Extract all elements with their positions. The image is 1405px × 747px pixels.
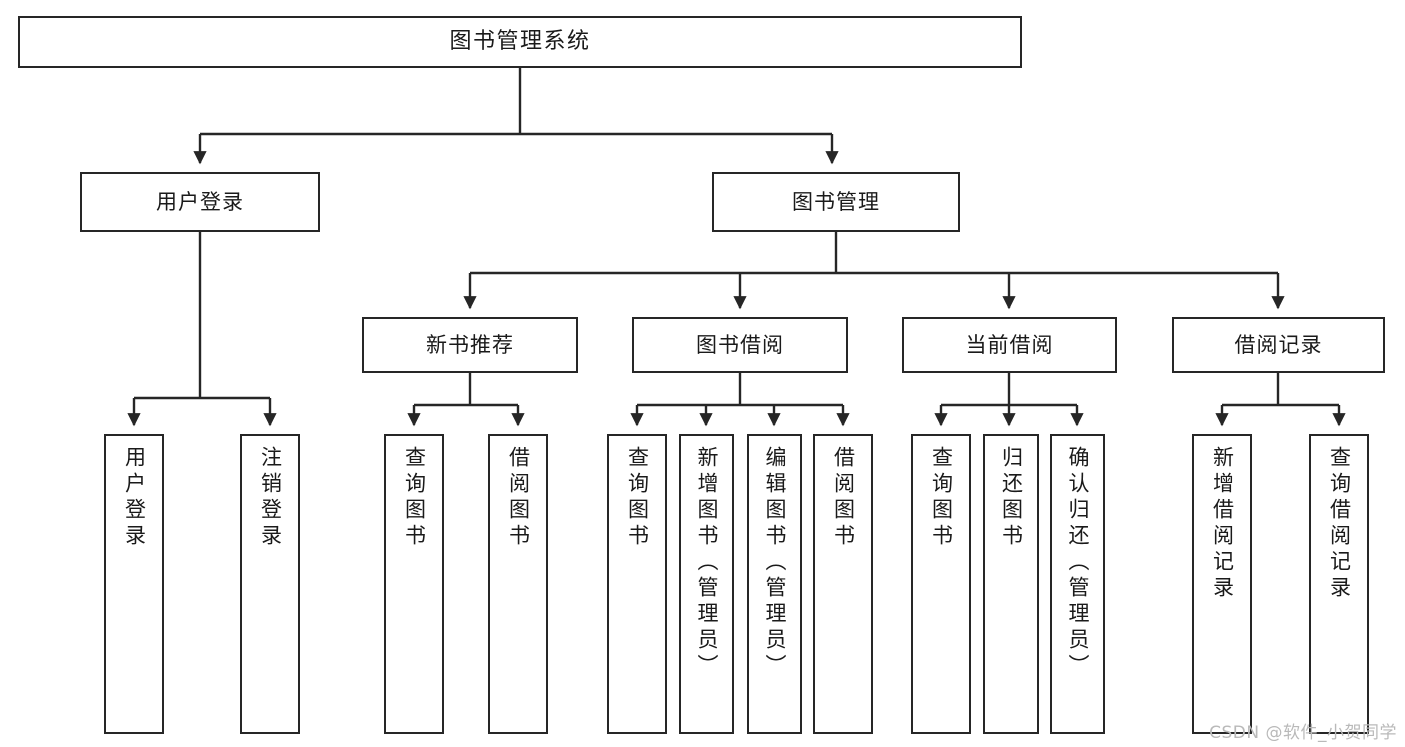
node-label: 新增图书（管理员）	[695, 446, 719, 680]
watermark-text: CSDN @软件_小贺同学	[1209, 723, 1397, 743]
node-label: 用户登录	[122, 446, 147, 550]
node-leaf-borrow-book-2[interactable]: 借阅图书	[813, 434, 873, 734]
node-leaf-return-book[interactable]: 归还图书	[983, 434, 1039, 734]
node-label: 借阅记录	[1234, 332, 1323, 357]
node-label: 图书管理系统	[449, 29, 591, 55]
node-label: 新增借阅记录	[1210, 446, 1235, 602]
node-book-borrow[interactable]: 图书借阅	[632, 317, 848, 373]
node-label: 图书管理	[792, 189, 880, 214]
node-label: 注销登录	[258, 446, 283, 550]
node-leaf-query-record[interactable]: 查询借阅记录	[1309, 434, 1369, 734]
node-label: 用户登录	[156, 189, 244, 214]
node-label: 确认归还（管理员）	[1066, 446, 1090, 680]
node-leaf-borrow-book-1[interactable]: 借阅图书	[488, 434, 548, 734]
node-label: 新书推荐	[426, 332, 514, 357]
node-label: 查询图书	[625, 446, 650, 550]
node-label: 查询借阅记录	[1327, 446, 1352, 602]
node-leaf-query-book-2[interactable]: 查询图书	[607, 434, 667, 734]
node-leaf-add-record[interactable]: 新增借阅记录	[1192, 434, 1252, 734]
node-book-manage[interactable]: 图书管理	[712, 172, 960, 232]
node-new-book-recommend[interactable]: 新书推荐	[362, 317, 578, 373]
node-label: 归还图书	[999, 446, 1024, 550]
node-label: 借阅图书	[831, 446, 856, 550]
node-leaf-user-logout[interactable]: 注销登录	[240, 434, 300, 734]
node-leaf-query-book-3[interactable]: 查询图书	[911, 434, 971, 734]
node-label: 编辑图书（管理员）	[763, 446, 787, 680]
node-label: 借阅图书	[506, 446, 531, 550]
node-root-book-management-system[interactable]: 图书管理系统	[18, 16, 1022, 68]
node-label: 图书借阅	[696, 332, 784, 357]
node-leaf-edit-book[interactable]: 编辑图书（管理员）	[747, 434, 802, 734]
node-leaf-user-login[interactable]: 用户登录	[104, 434, 164, 734]
node-label: 查询图书	[402, 446, 427, 550]
node-borrow-record[interactable]: 借阅记录	[1172, 317, 1385, 373]
node-current-borrow[interactable]: 当前借阅	[902, 317, 1117, 373]
node-leaf-query-book-1[interactable]: 查询图书	[384, 434, 444, 734]
node-leaf-add-book[interactable]: 新增图书（管理员）	[679, 434, 734, 734]
node-user-login[interactable]: 用户登录	[80, 172, 320, 232]
node-label: 查询图书	[929, 446, 954, 550]
node-leaf-confirm-return[interactable]: 确认归还（管理员）	[1050, 434, 1105, 734]
node-label: 当前借阅	[965, 332, 1054, 357]
